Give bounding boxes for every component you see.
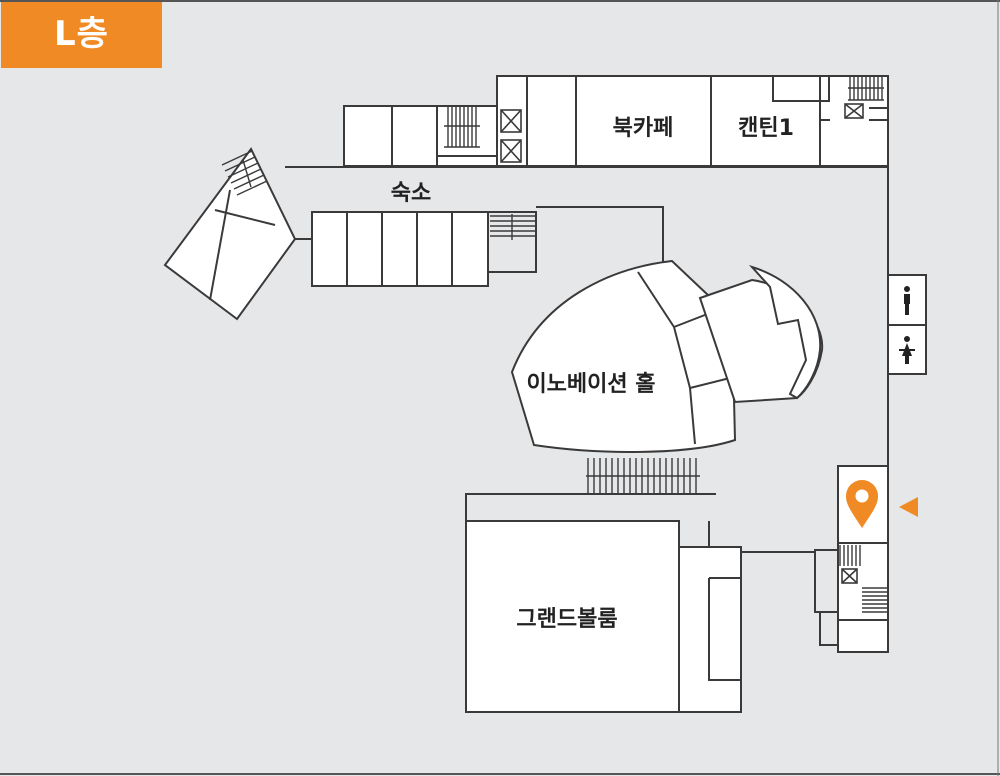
label-grand-ballroom: 그랜드볼룸 (516, 607, 618, 632)
map-pin-icon (846, 480, 878, 528)
dorm-angled-block (163, 147, 297, 321)
triangle-left-icon (899, 497, 918, 517)
label-dormitory: 숙소 (390, 181, 432, 206)
stairs-hatching (221, 76, 888, 613)
dorm-rooms-row (311, 211, 489, 287)
room-book-cafe (526, 75, 712, 167)
male-restroom-icon (904, 286, 910, 315)
room-grand-ballroom (465, 520, 680, 713)
label-innovation-hall: 이노베이션 홀 (526, 372, 656, 397)
floor-label: L층 (54, 14, 109, 54)
floor-tag-background (1, 2, 162, 68)
elevator-icon (500, 103, 864, 584)
label-book-cafe: 북카페 (612, 116, 674, 141)
female-restroom-icon (899, 336, 915, 364)
label-canteen: 캔틴1 (738, 116, 794, 141)
